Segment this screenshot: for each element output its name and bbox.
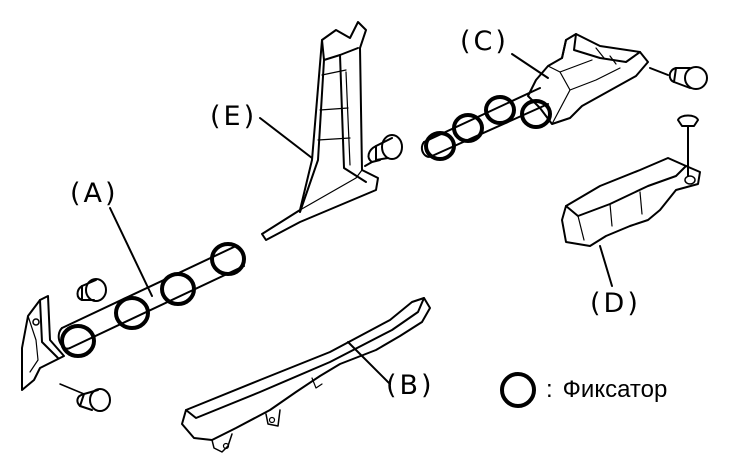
clip-pillar (364, 134, 403, 167)
clip-d (677, 114, 699, 177)
label-a: (A) (70, 178, 119, 209)
legend: : Фиксатор (546, 378, 667, 402)
clip-left-upper (76, 278, 107, 302)
leader-line-c (511, 53, 549, 79)
retainer-circles-a (60, 242, 246, 358)
sill-trim-b (181, 297, 431, 453)
label-e: (E) (210, 101, 258, 132)
label-d: (D) (590, 288, 641, 319)
legend-separator: : (546, 376, 553, 403)
lower-trim-d (561, 157, 701, 247)
leader-line-a (109, 207, 153, 297)
label-c: (C) (460, 26, 509, 57)
lower-left-trim-a (21, 295, 65, 391)
upper-trim-c (527, 33, 649, 125)
clip-left-lower (59, 383, 111, 412)
retainer-circles-c (424, 95, 552, 161)
leader-line-b (347, 341, 391, 385)
fastening-strip-a (57, 245, 245, 350)
pillar-trim-e (261, 21, 379, 241)
legend-circle-symbol (500, 372, 536, 408)
label-b: (B) (386, 370, 435, 401)
leader-line-e (259, 117, 313, 159)
leader-line-d (599, 245, 613, 287)
clip-top-right (649, 66, 708, 90)
legend-label: Фиксатор (562, 376, 668, 403)
